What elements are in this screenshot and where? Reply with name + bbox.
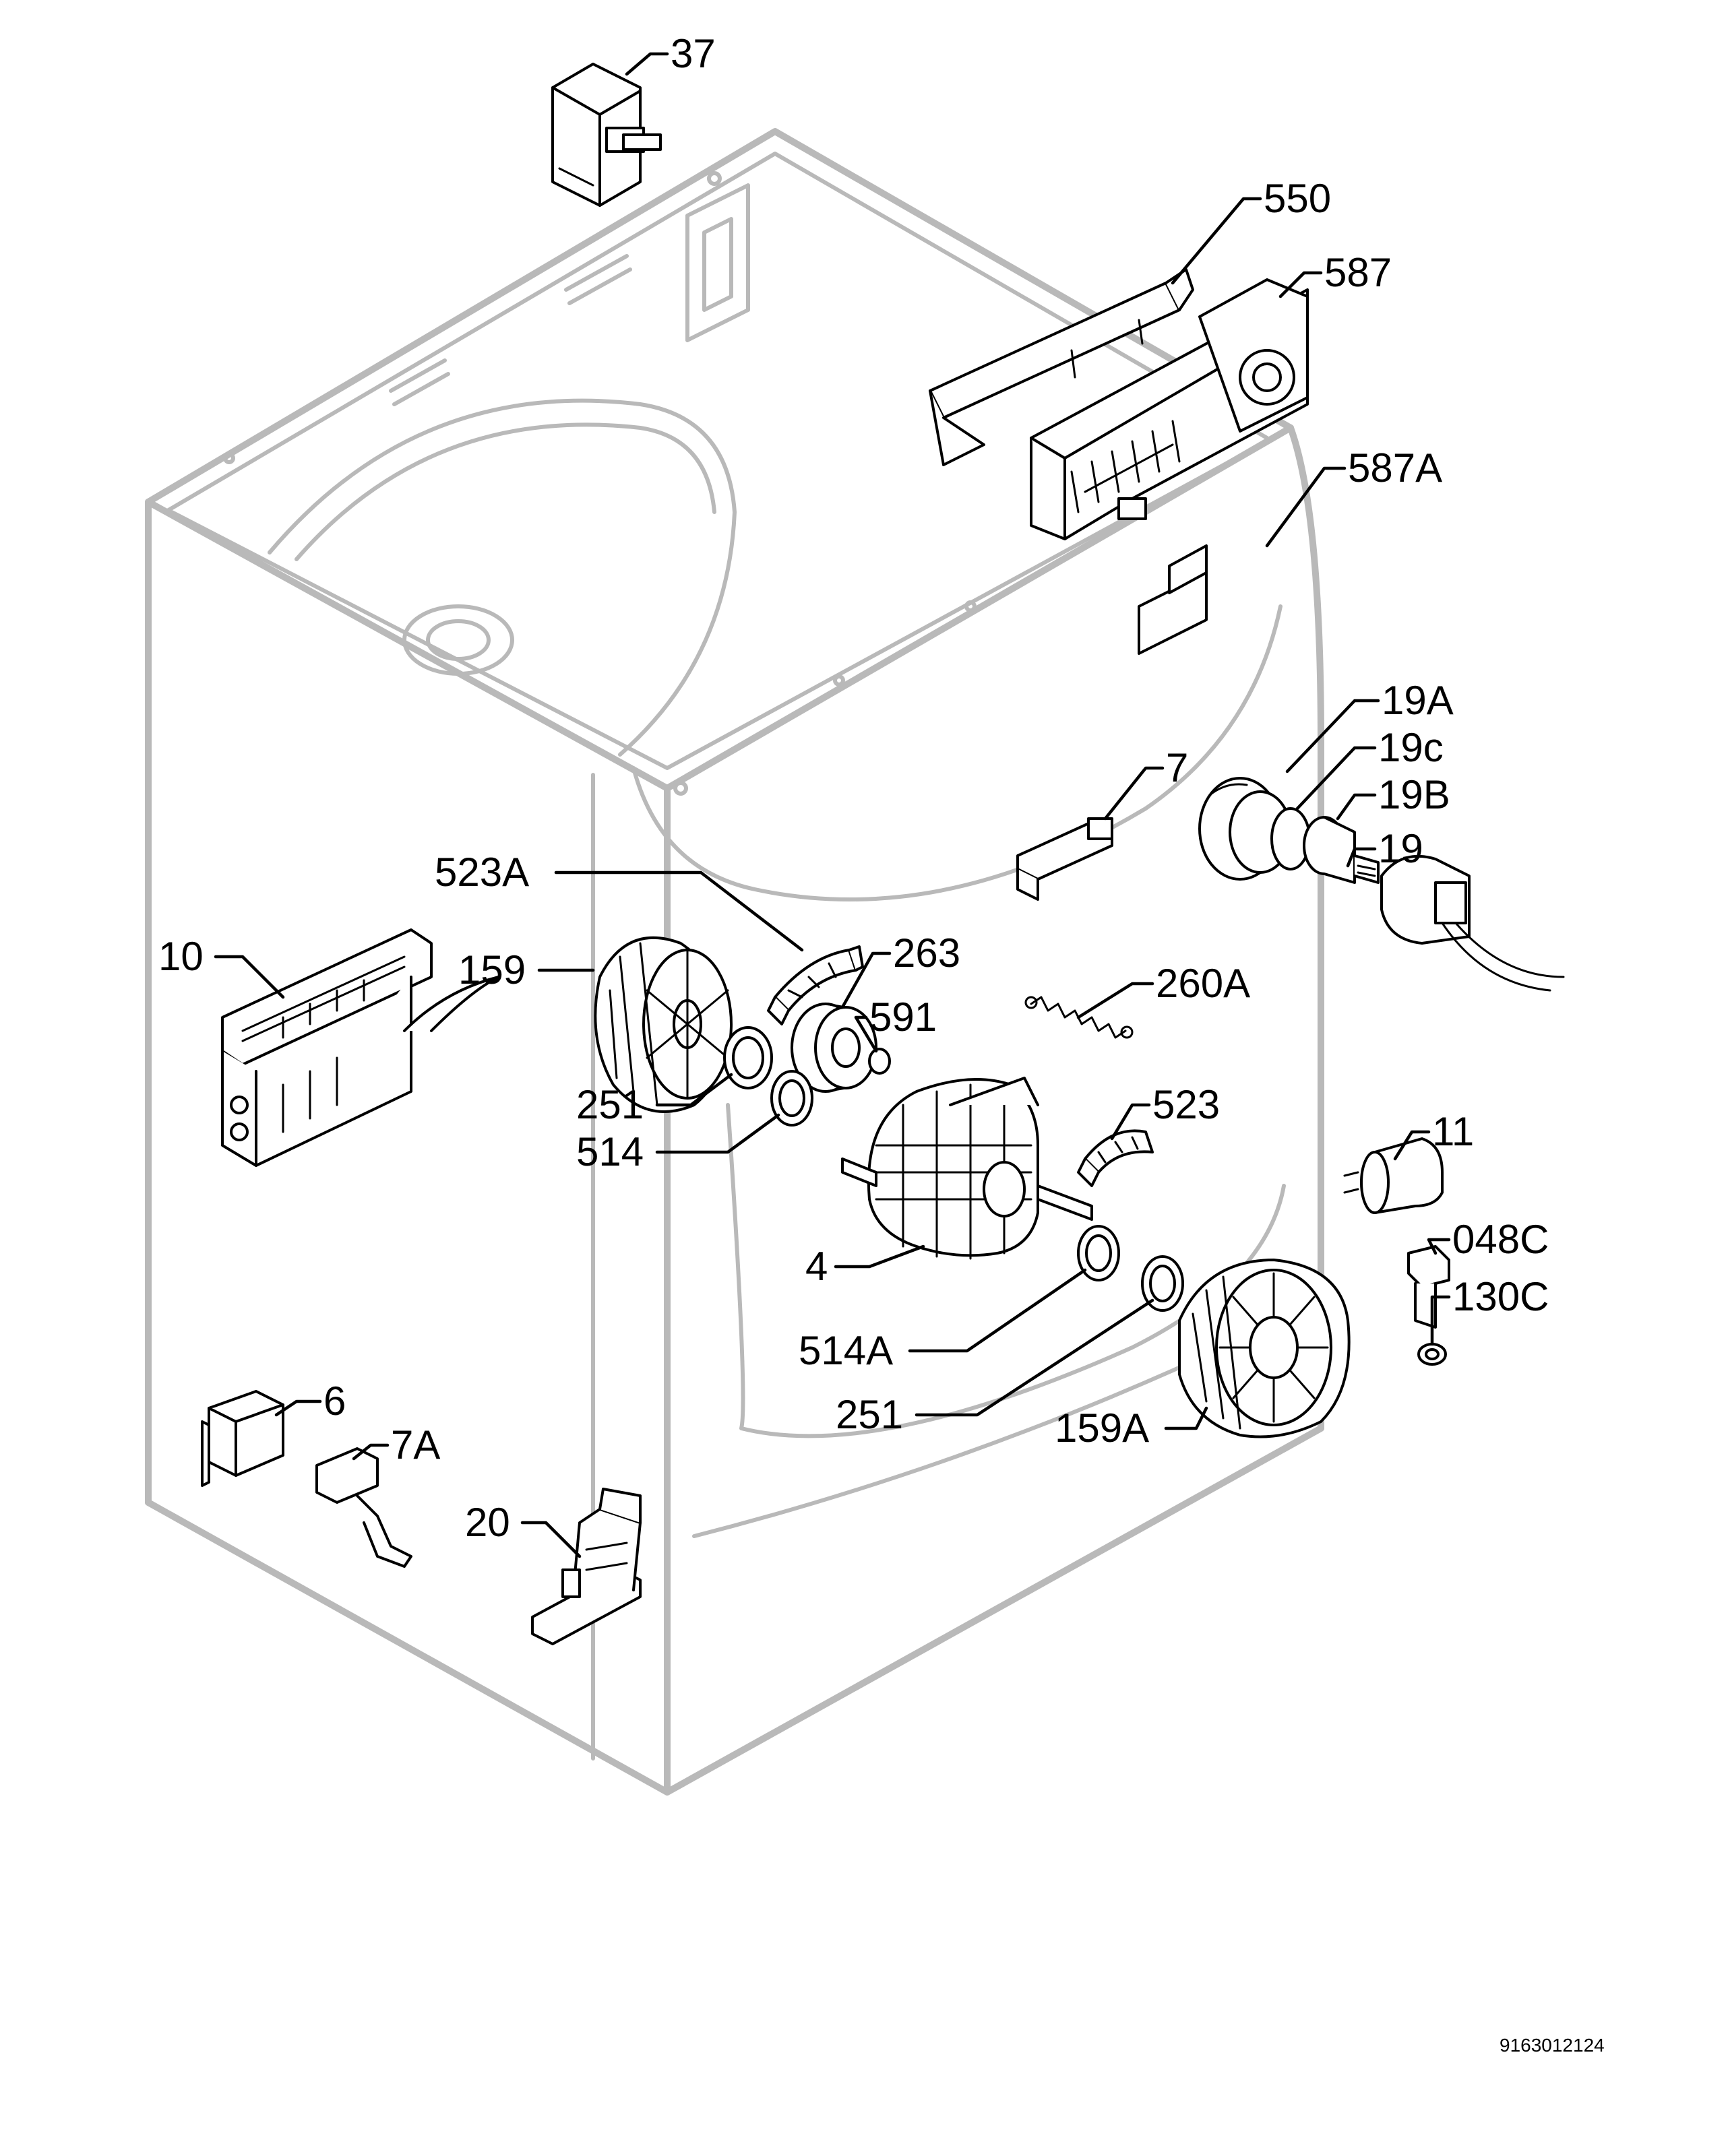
part-159-pulley-wheel (594, 936, 733, 1113)
label-591: 591 (869, 994, 937, 1040)
part-159A-fan-impeller (1178, 1259, 1351, 1438)
label-587A: 587A (1348, 445, 1442, 490)
label-19A: 19A (1382, 678, 1454, 723)
part-6-relay (201, 1390, 284, 1487)
label-7: 7 (1166, 745, 1188, 790)
label-19c: 19c (1378, 725, 1444, 770)
label-550: 550 (1264, 176, 1331, 221)
part-523-clamp (1077, 1129, 1154, 1187)
part-37-switch-block (551, 63, 662, 207)
label-11: 11 (1432, 1109, 1474, 1154)
label-514: 514 (576, 1129, 644, 1174)
label-10: 10 (158, 934, 204, 979)
part-251-bearing-ring-second (1141, 1255, 1184, 1312)
label-263: 263 (893, 930, 960, 976)
part-11-capacitor (1343, 1137, 1444, 1214)
label-19: 19 (1378, 826, 1423, 871)
part-591-washer (868, 1048, 891, 1075)
label-19B: 19B (1378, 772, 1450, 817)
part-19-sensor-connector (1380, 854, 1565, 992)
label-20: 20 (465, 1500, 510, 1545)
label-587: 587 (1324, 250, 1392, 295)
label-251: 251 (576, 1082, 644, 1127)
part-523A-clamp (767, 945, 864, 1025)
leader-lines (214, 52, 1451, 1558)
part-19B-sensor-body (1303, 816, 1380, 884)
label-37: 37 (671, 31, 716, 76)
part-labels: 37 550 587 587A 19A 19c 19B 19 7 523A 26… (158, 31, 1549, 1545)
part-7-clip (1016, 817, 1113, 901)
part-550-cover-strip (929, 268, 1194, 466)
label-514A: 514A (799, 1328, 893, 1373)
part-587A-bracket (1138, 544, 1208, 655)
label-7A: 7A (391, 1422, 440, 1467)
label-159: 159 (458, 947, 526, 992)
part-4-motor (841, 1077, 1093, 1260)
part-514-seal-ring (770, 1070, 813, 1127)
part-251-bearing-ring (723, 1026, 773, 1089)
reference-number: 9163012124 (1500, 2035, 1605, 2056)
part-587-control-board (1030, 278, 1309, 540)
label-048C: 048C (1452, 1217, 1549, 1262)
label-6: 6 (323, 1378, 346, 1424)
label-251-second: 251 (836, 1392, 903, 1437)
label-130C: 130C (1452, 1274, 1549, 1319)
part-514A-seal-ring (1077, 1225, 1120, 1281)
label-4: 4 (805, 1244, 828, 1289)
label-159A: 159A (1055, 1405, 1149, 1451)
label-260A: 260A (1156, 961, 1250, 1006)
label-523: 523 (1152, 1082, 1220, 1127)
part-130C-nut (1417, 1343, 1447, 1366)
part-10-heating-element (221, 928, 500, 1167)
label-523A: 523A (435, 850, 529, 895)
part-048C-connector (1407, 1245, 1450, 1329)
part-20-door-latch (531, 1488, 642, 1645)
part-7A-microswitch (315, 1447, 412, 1568)
